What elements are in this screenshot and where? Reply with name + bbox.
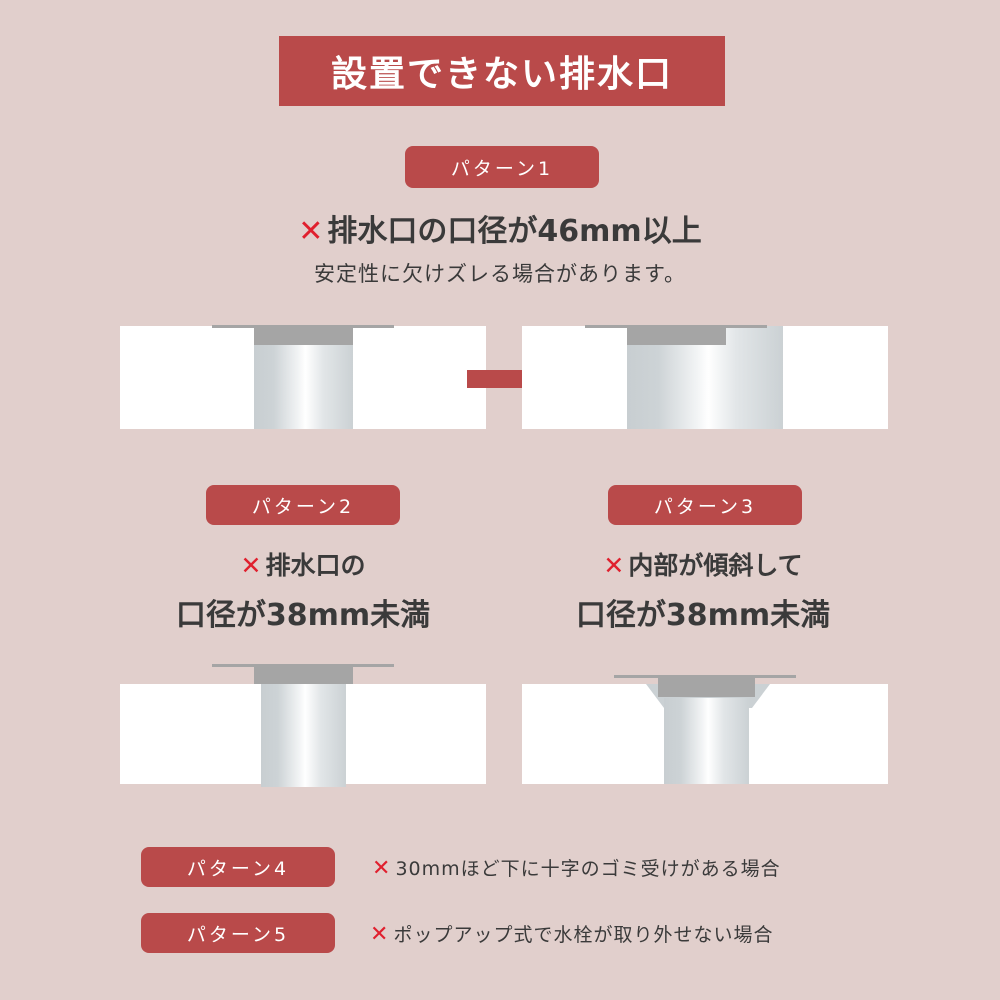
pattern-1-heading-text: 排水口の口径が46mm以上 <box>327 214 702 249</box>
pattern-2-illustration <box>120 664 486 787</box>
pattern-3-heading-line2: 口径が38mm未満 <box>575 598 831 633</box>
drain-pipe <box>254 344 353 429</box>
pattern-1-illustration-before <box>120 325 486 430</box>
pattern-1-heading: ✕排水口の口径が46mm以上 <box>0 206 1000 250</box>
drain-flange <box>585 325 767 328</box>
pattern-4-text: ✕30mmほど下に十字のゴミ受けがある場合 <box>372 854 781 881</box>
drain-cap <box>254 326 353 345</box>
drain-cap <box>254 665 353 684</box>
drain-flange <box>614 675 796 678</box>
pattern-2-heading-text: 排水口の <box>265 551 366 580</box>
pattern-1-description: 安定性に欠けズレる場合があります。 <box>314 262 686 286</box>
pattern-1-label: パターン1 <box>405 146 599 188</box>
x-mark-icon: ✕ <box>370 922 390 947</box>
pattern-3-heading-text: 内部が傾斜して <box>628 551 803 580</box>
pattern-3-illustration <box>522 675 888 784</box>
pattern-3-heading-line1: ✕内部が傾斜して <box>503 546 903 582</box>
pattern-5-text: ✕ポップアップ式で水栓が取り外せない場合 <box>370 920 773 947</box>
drain-pipe <box>664 698 749 784</box>
page-title: 設置できない排水口 <box>279 36 725 106</box>
pattern-2-label: パターン2 <box>206 485 400 525</box>
drain-cap <box>627 326 726 345</box>
pattern-2-heading-line2: 口径が38mm未満 <box>175 598 431 633</box>
pattern-5-description: ポップアップ式で水栓が取り外せない場合 <box>393 924 774 946</box>
pattern-5-label: パターン5 <box>141 913 335 953</box>
drain-cap <box>658 678 755 697</box>
pattern-2-heading-line1: ✕排水口の <box>103 546 503 582</box>
pattern-4-label: パターン4 <box>141 847 335 887</box>
pattern-3-label: パターン3 <box>608 485 802 525</box>
drain-pipe <box>261 684 346 787</box>
pattern-4-description: 30mmほど下に十字のゴミ受けがある場合 <box>395 858 781 880</box>
drain-flange <box>212 325 394 328</box>
pattern-1-illustration-after <box>522 325 888 430</box>
x-mark-icon: ✕ <box>603 551 625 580</box>
drain-flange <box>212 664 394 667</box>
x-mark-icon: ✕ <box>298 214 324 249</box>
x-mark-icon: ✕ <box>240 551 262 580</box>
x-mark-icon: ✕ <box>372 856 392 881</box>
